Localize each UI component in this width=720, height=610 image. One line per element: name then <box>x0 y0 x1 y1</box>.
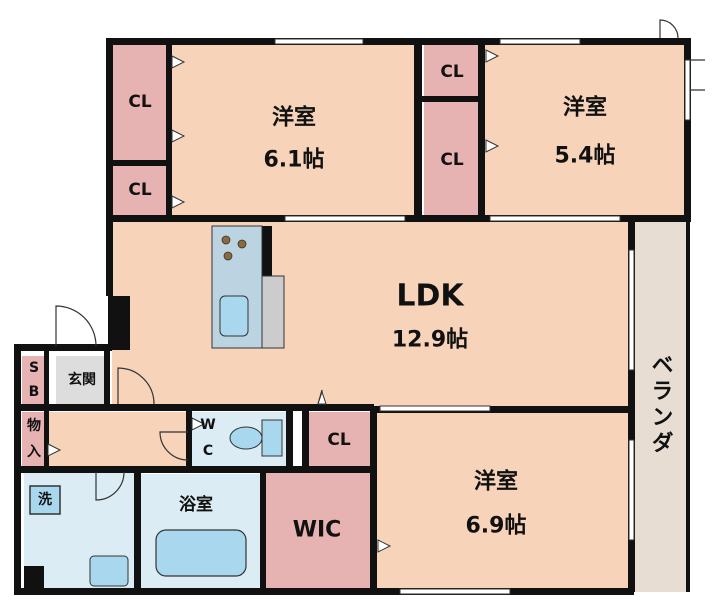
windows <box>274 38 691 595</box>
closet-ne-lower <box>424 102 480 216</box>
western-room-nw-size: 6.1帖 <box>264 148 325 173</box>
closet-nw-upper <box>112 44 168 162</box>
closet-nw-lower <box>112 166 168 216</box>
western-room-se-floor <box>376 412 628 590</box>
storage-floor <box>46 412 190 466</box>
bathroom-label: 浴室 <box>179 494 213 515</box>
ldk-floor <box>112 220 628 408</box>
bathtub-icon <box>155 529 247 577</box>
entrance-floor <box>56 356 104 404</box>
closet-label-ne-upper: CL <box>440 62 463 82</box>
storage-label-1: 物 <box>27 417 41 434</box>
western-room-ne-name: 洋室 <box>563 95 607 121</box>
western-room-nw-name: 洋室 <box>272 105 316 131</box>
western-room-ne-size: 5.4帖 <box>555 144 616 169</box>
shoe-box-label-b: B <box>29 384 40 400</box>
western-room-se-size: 6.9帖 <box>466 514 527 539</box>
door-markers <box>47 49 500 553</box>
toilet-icon <box>229 419 283 457</box>
wc-label-w: W <box>200 417 215 433</box>
shoe-box <box>22 356 46 404</box>
wc-label-c: C <box>203 443 213 459</box>
closet-label-ldk: CL <box>327 430 350 450</box>
western-room-nw-floor <box>170 44 416 216</box>
sink-icon <box>219 295 249 337</box>
stove-icon <box>221 235 247 261</box>
balcony-floor <box>634 222 686 592</box>
walk-in-closet-floor <box>264 472 370 590</box>
closet-label-nw-lower: CL <box>128 180 151 200</box>
washroom-label: 洗 <box>38 491 52 508</box>
closet-label-ne-lower: CL <box>440 150 463 170</box>
western-room-se-name: 洋室 <box>474 469 518 495</box>
washer-label-box <box>29 485 61 515</box>
balcony-label: ベランダ <box>648 353 674 457</box>
storage-label-2: 入 <box>27 444 41 460</box>
ldk-size: 12.9帖 <box>392 328 468 353</box>
closet-label-nw-upper: CL <box>128 92 151 112</box>
storage-closet <box>22 412 46 466</box>
ldk-name: LDK <box>396 279 465 314</box>
washbasin-icon <box>89 555 129 587</box>
wic-label: WIC <box>293 518 342 543</box>
entrance-label: 玄関 <box>68 371 96 388</box>
shoe-box-label-s: S <box>29 360 39 376</box>
kitchen-counter-right <box>261 275 285 349</box>
closet-ldk <box>308 412 370 466</box>
closet-ne-upper <box>424 44 480 96</box>
western-room-ne-floor <box>484 44 684 216</box>
